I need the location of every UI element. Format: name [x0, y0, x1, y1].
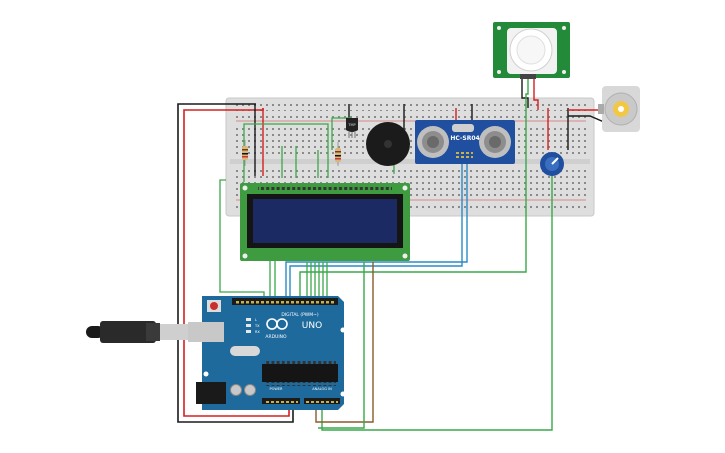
tmp-label: TMP [347, 123, 355, 127]
pir-sensor[interactable] [493, 22, 570, 79]
potentiometer[interactable] [540, 152, 564, 176]
led-label-l: L [255, 318, 257, 322]
analog-label: ANALOG IN [312, 387, 332, 391]
dc-motor[interactable] [598, 86, 640, 132]
wire-pir-signal[interactable] [299, 78, 529, 296]
power-jack[interactable] [196, 382, 226, 404]
power-label: POWER [270, 387, 284, 391]
wires [177, 78, 605, 431]
led-label-tx: TX [254, 324, 260, 328]
arduino-uno[interactable]: DIGITAL (PWM~) ARDUINO UNO L TX RX POWER… [188, 296, 346, 410]
ultrasonic-sensor[interactable]: HC-SR04 [415, 120, 515, 164]
arduino-maker-label: ARDUINO [265, 334, 287, 340]
atmega-chip [262, 364, 338, 382]
usb-cable[interactable] [86, 321, 190, 343]
ultrasonic-label: HC-SR04 [450, 135, 479, 142]
digital-header-label: DIGITAL (PWM~) [281, 312, 319, 318]
usb-port[interactable] [188, 322, 224, 342]
temperature-sensor[interactable]: TMP [346, 118, 358, 138]
lcd-display[interactable] [240, 183, 410, 261]
wire-brown[interactable] [315, 262, 374, 423]
resistor-left[interactable] [242, 140, 248, 166]
wire-echo[interactable] [285, 160, 468, 296]
reset-button[interactable] [210, 302, 218, 310]
resistor-middle[interactable] [335, 142, 341, 166]
piezo-buzzer[interactable] [366, 122, 410, 166]
lcd-screen [253, 199, 397, 243]
arduino-brand-label: UNO [302, 321, 322, 331]
wire-pot[interactable] [321, 172, 553, 431]
wire-trig[interactable] [289, 160, 463, 296]
led-label-rx: RX [255, 330, 260, 334]
wire-gnd[interactable] [177, 103, 294, 423]
